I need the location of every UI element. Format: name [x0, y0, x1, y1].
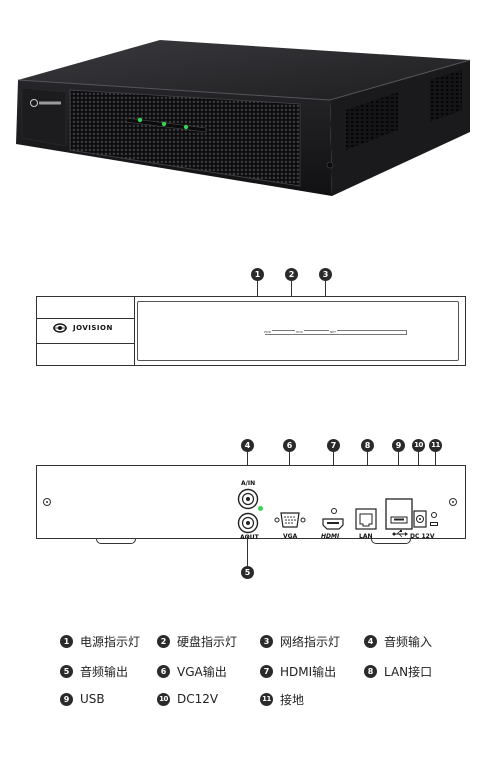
- rear-screw-right: [449, 498, 457, 506]
- legend-label: DC12V: [177, 692, 219, 706]
- legend-number: 3: [260, 634, 273, 648]
- front-left-block: JOVISION: [37, 297, 135, 365]
- hdmi-small-dot: [331, 508, 337, 514]
- logo-mark: [30, 99, 38, 107]
- label-dc: DC 12V: [410, 533, 435, 540]
- callout-1: 1: [251, 268, 264, 281]
- legend-item-11: 11 接地: [260, 690, 304, 708]
- usb-icon: [392, 530, 408, 538]
- led-hdd: [161, 121, 167, 127]
- legend-label: USB: [80, 692, 105, 706]
- legend-item-8: 8 LAN接口: [364, 662, 432, 680]
- dc-power-port: [413, 510, 427, 528]
- legend-number: 5: [60, 664, 73, 678]
- legend-label: 电源指示灯: [80, 634, 141, 649]
- vga-port: [274, 512, 306, 528]
- legend-number: 11: [260, 692, 273, 706]
- legend-number: 2: [157, 634, 170, 648]
- led-pwr: [137, 117, 143, 123]
- front-grille: [69, 89, 301, 187]
- lan-port: [355, 508, 377, 530]
- label-ain: A/IN: [241, 480, 256, 487]
- legend-number: 1: [60, 634, 73, 648]
- rear-screw-left: [43, 498, 51, 506]
- legend-item-7: 7 HDMI输出: [260, 662, 336, 680]
- legend-label: 网络指示灯: [280, 634, 341, 649]
- led-net: [183, 124, 189, 130]
- callout-10: 10: [412, 439, 425, 452]
- led-label-hdd: HDD: [295, 330, 304, 334]
- callout-5: 5: [241, 566, 254, 579]
- callout-7: 7: [327, 439, 340, 452]
- legend-label: LAN接口: [384, 664, 433, 679]
- callout-8: 8: [361, 439, 374, 452]
- callout-2: 2: [285, 268, 298, 281]
- callout-3: 3: [319, 268, 332, 281]
- hdmi-port: [322, 518, 344, 530]
- label-vga: VGA: [283, 533, 298, 540]
- legend-item-1: 1 电源指示灯: [60, 632, 140, 650]
- audio-in-port: [237, 488, 259, 510]
- led-label-net: NET: [329, 330, 337, 334]
- usb-port: [385, 498, 413, 530]
- nvr-product-photo: [16, 40, 471, 196]
- legend-label: 硬盘指示灯: [177, 634, 238, 649]
- legend-number: 8: [364, 664, 377, 678]
- side-vent-1: [346, 92, 398, 150]
- legend-item-9: 9 USB: [60, 690, 105, 708]
- device-top: [18, 40, 470, 100]
- callout-6: 6: [283, 439, 296, 452]
- legend-item-4: 4 音频输入: [364, 632, 432, 650]
- legend-label: HDMI输出: [280, 664, 337, 679]
- label-lan: LAN: [359, 533, 373, 540]
- audio-out-port: [237, 512, 259, 534]
- legend-number: 7: [260, 664, 273, 678]
- legend-item-5: 5 音频输出: [60, 662, 128, 680]
- logo-icon: [53, 323, 67, 333]
- ground-terminal: [431, 512, 437, 518]
- legend-number: 10: [157, 692, 170, 706]
- label-aout: AOUT: [240, 534, 259, 541]
- front-panel-drawing: JOVISION PWR HDD NET: [36, 296, 466, 366]
- rear-panel-drawing: A/IN AOUT VGA HDMI LAN: [36, 465, 466, 541]
- callout-11: 11: [429, 439, 442, 452]
- label-hdmi: HDMI: [321, 533, 340, 540]
- side-vent-2: [430, 70, 462, 122]
- legend-item-3: 3 网络指示灯: [260, 632, 340, 650]
- callout-4: 4: [241, 439, 254, 452]
- brand-name: JOVISION: [73, 324, 113, 332]
- legend-label: VGA输出: [177, 664, 227, 679]
- legend-item-10: 10 DC12V: [157, 690, 218, 708]
- jovision-logo: JOVISION: [53, 323, 113, 333]
- led-label-pwr: PWR: [263, 330, 272, 334]
- legend-number: 6: [157, 664, 170, 678]
- legend-label: 音频输出: [80, 664, 129, 679]
- legend-item-2: 2 硬盘指示灯: [157, 632, 237, 650]
- legend-number: 4: [364, 634, 377, 648]
- legend-label: 接地: [280, 692, 305, 707]
- legend-label: 音频输入: [384, 634, 433, 649]
- legend-item-6: 6 VGA输出: [157, 662, 227, 680]
- rear-foot-right: [371, 539, 411, 544]
- legend-number: 9: [60, 692, 73, 706]
- leader-line-5: [247, 536, 248, 566]
- ground-terminal-base: [430, 522, 438, 526]
- rear-foot-left: [96, 539, 136, 544]
- status-led: [258, 506, 263, 511]
- callout-9: 9: [392, 439, 405, 452]
